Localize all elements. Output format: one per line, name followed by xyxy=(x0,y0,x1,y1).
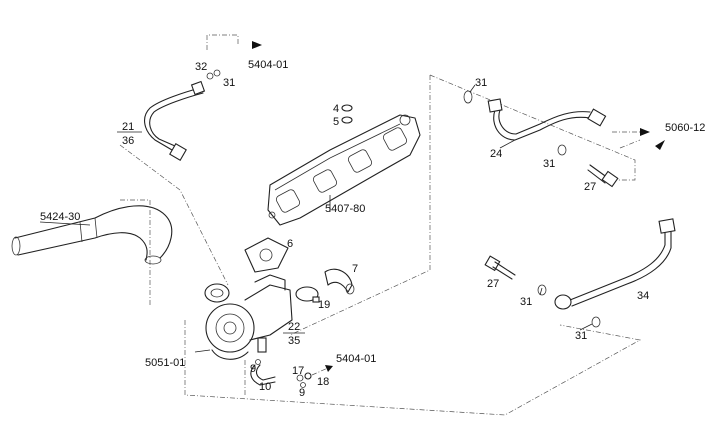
label-7: 7 xyxy=(352,263,358,275)
ref-arrow-top xyxy=(252,41,262,49)
connector-lines xyxy=(119,34,642,416)
label-31-lower: 31 xyxy=(520,296,532,308)
label-21: 21 xyxy=(122,121,134,133)
label-32: 32 xyxy=(195,61,207,73)
exhaust-manifold-5407-80 xyxy=(267,104,421,226)
label-31-right-top: 31 xyxy=(475,77,487,89)
oil-pipe-21 xyxy=(144,69,221,161)
label-27-lower: 27 xyxy=(487,278,499,290)
fitting-17-18 xyxy=(296,365,333,388)
ref-arrow-5060-12 xyxy=(612,128,665,150)
gasket-6 xyxy=(244,237,289,273)
oil-pipe-24 xyxy=(463,90,607,156)
callout-labels: 32 31 5404-01 21 36 4 5 5407-80 5424-30 … xyxy=(40,59,705,399)
label-10: 10 xyxy=(259,381,271,393)
oil-pipe-34 xyxy=(554,218,676,310)
label-17: 17 xyxy=(292,365,304,377)
ref-label-5404-01-bottom[interactable]: 5404-01 xyxy=(336,353,376,365)
label-9-right: 9 xyxy=(299,387,305,399)
label-31-bottom: 31 xyxy=(575,330,587,342)
label-36: 36 xyxy=(122,135,134,147)
label-19: 19 xyxy=(318,299,330,311)
clamp-19 xyxy=(295,286,320,303)
intake-hose-5424-30 xyxy=(11,205,173,265)
label-24: 24 xyxy=(490,148,502,160)
label-34: 34 xyxy=(637,290,649,302)
label-5: 5 xyxy=(333,116,339,128)
label-18: 18 xyxy=(317,376,329,388)
leader-lines xyxy=(39,84,593,353)
bolt-27-lower xyxy=(484,255,516,280)
label-35: 35 xyxy=(288,335,300,347)
label-4: 4 xyxy=(333,103,339,115)
label-22: 22 xyxy=(288,321,300,333)
elbow-7 xyxy=(324,268,355,295)
turbocharger xyxy=(204,274,293,360)
label-9-left: 9 xyxy=(250,363,256,375)
label-31-right-mid: 31 xyxy=(543,158,555,170)
label-31-top: 31 xyxy=(223,77,235,89)
ref-label-5407-80[interactable]: 5407-80 xyxy=(325,203,365,215)
ref-label-5060-12[interactable]: 5060-12 xyxy=(665,122,705,134)
drain-hose-10 xyxy=(250,359,276,386)
ref-label-5051-01[interactable]: 5051-01 xyxy=(145,357,185,369)
label-6: 6 xyxy=(287,238,293,250)
label-27-upper: 27 xyxy=(584,181,596,193)
washer-31-lower xyxy=(537,284,601,328)
ref-label-5404-01-top[interactable]: 5404-01 xyxy=(248,59,288,71)
ref-label-5424-30[interactable]: 5424-30 xyxy=(40,211,80,223)
bolt-27-upper xyxy=(587,164,619,188)
